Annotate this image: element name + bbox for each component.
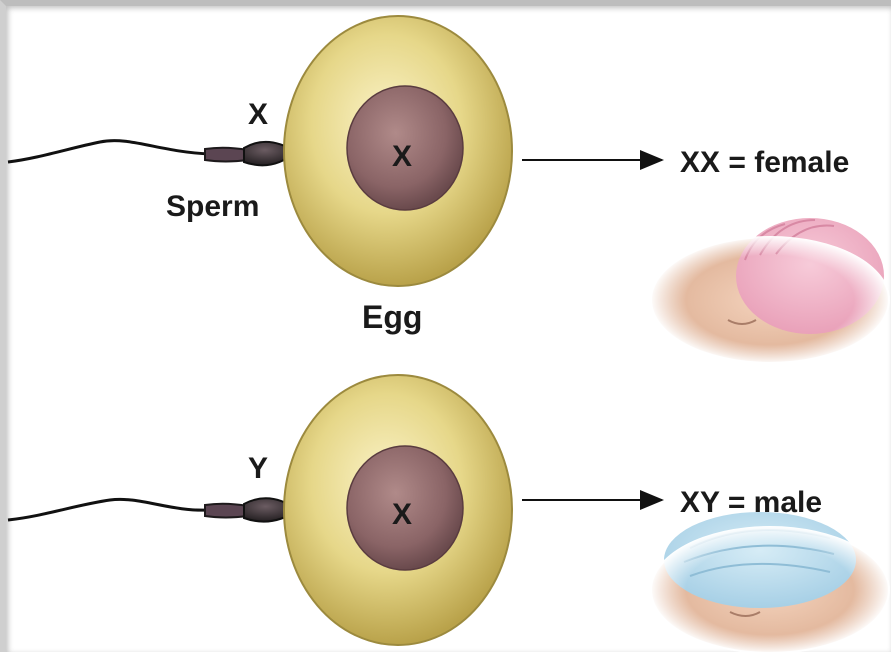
top-sperm-tail: [8, 141, 210, 162]
baby-boy-image: [650, 512, 890, 652]
bottom-result-label: XY = male: [680, 486, 822, 519]
bottom-sperm-tail: [8, 499, 210, 520]
bottom-egg-chromosome-label: X: [392, 498, 412, 531]
top-row: [8, 16, 890, 364]
baby-girl-image: [650, 218, 890, 364]
bottom-sperm-midpiece: [205, 504, 248, 518]
egg-label: Egg: [362, 299, 422, 335]
top-egg-chromosome-label: X: [392, 140, 412, 173]
bottom-sperm-chromosome-label: Y: [248, 452, 268, 485]
top-sperm-chromosome-label: X: [248, 98, 268, 131]
sperm-label: Sperm: [166, 190, 259, 223]
top-result-label: XX = female: [680, 146, 849, 179]
top-sperm-midpiece: [205, 148, 248, 162]
